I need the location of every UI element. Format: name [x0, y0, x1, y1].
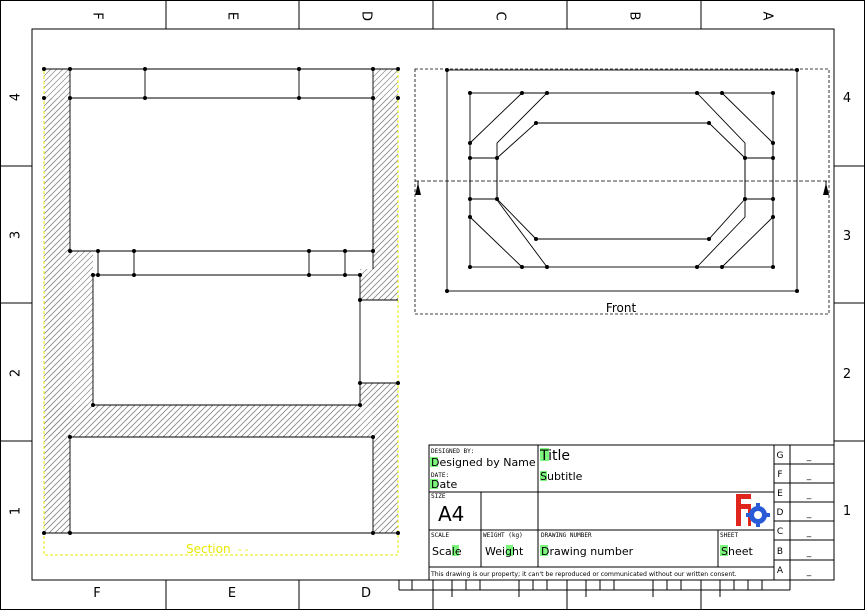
sheet-value: Sheet [721, 545, 753, 558]
weight-value: Weight [485, 545, 524, 558]
row-label: 2 [843, 367, 851, 382]
scale-value: Scale [432, 545, 462, 558]
row-label: 3 [843, 229, 851, 244]
size-value: A4 [438, 502, 464, 526]
highlight [430, 457, 438, 467]
revision-letter: B [777, 547, 783, 557]
revision-letter: C [777, 527, 783, 537]
col-label: E [225, 12, 240, 20]
title-text: Title [539, 448, 570, 464]
col-label: A [760, 12, 775, 21]
row-label: 4 [9, 93, 24, 101]
sheet-label: SHEET [720, 532, 738, 539]
row-label: 4 [843, 91, 851, 106]
revision-letter: D [777, 508, 784, 518]
section-label: Section [186, 542, 231, 556]
drawing-number-value: Drawing number [541, 545, 634, 558]
title-block: DESIGNED BY: Designed by Name DATE: Date… [398, 444, 835, 597]
designed-by-value: Designed by Name [431, 456, 536, 469]
col-label: D [361, 586, 371, 601]
revision-mark: _ [806, 471, 812, 481]
col-label: C [493, 11, 508, 20]
designed-by-label: DESIGNED BY: [431, 448, 474, 455]
section-suffix: - - [238, 545, 249, 556]
row-label: 3 [9, 231, 24, 239]
row-label: 1 [9, 507, 24, 515]
freecad-logo-icon [736, 494, 770, 527]
bottom-zone-letters: F E D [93, 586, 371, 601]
front-label: Front [606, 301, 637, 315]
revision-mark: _ [806, 509, 812, 519]
row-label: 2 [9, 369, 24, 377]
section-view[interactable]: Section - - [42, 67, 400, 556]
revision-letter: A [777, 566, 784, 576]
date-label: DATE: [431, 472, 449, 479]
front-view[interactable]: Front [414, 68, 830, 315]
revision-mark: _ [806, 567, 812, 577]
revision-column: G F E D C B A _ _ _ _ _ _ _ [777, 451, 812, 577]
revision-mark: _ [806, 548, 812, 558]
revision-letter: E [777, 489, 783, 499]
col-label: F [90, 12, 105, 19]
revision-mark: _ [806, 490, 812, 500]
left-zone-numbers: 4 3 2 1 [9, 93, 24, 515]
revision-mark: _ [806, 528, 812, 538]
revision-mark: _ [806, 452, 812, 462]
revision-letter: G [777, 451, 784, 461]
revision-letter: F [777, 470, 782, 480]
date-value: Date [431, 478, 458, 491]
top-zone-letters: F E D C B A [90, 11, 775, 21]
col-label: D [359, 11, 374, 21]
right-zone-numbers: 4 3 2 1 [843, 91, 851, 519]
scale-label: SCALE [431, 532, 449, 539]
row-label: 1 [843, 504, 851, 519]
col-label: B [627, 12, 642, 21]
drawing-number-label: DRAWING NUMBER [541, 532, 592, 539]
disclaimer: This drawing is our property; it can't b… [430, 571, 737, 578]
size-label: SIZE [431, 493, 446, 500]
col-label: E [228, 586, 236, 601]
col-label: F [93, 586, 100, 601]
subtitle-text: Subtitle [540, 470, 583, 483]
weight-label: WEIGHT (kg) [483, 532, 523, 539]
